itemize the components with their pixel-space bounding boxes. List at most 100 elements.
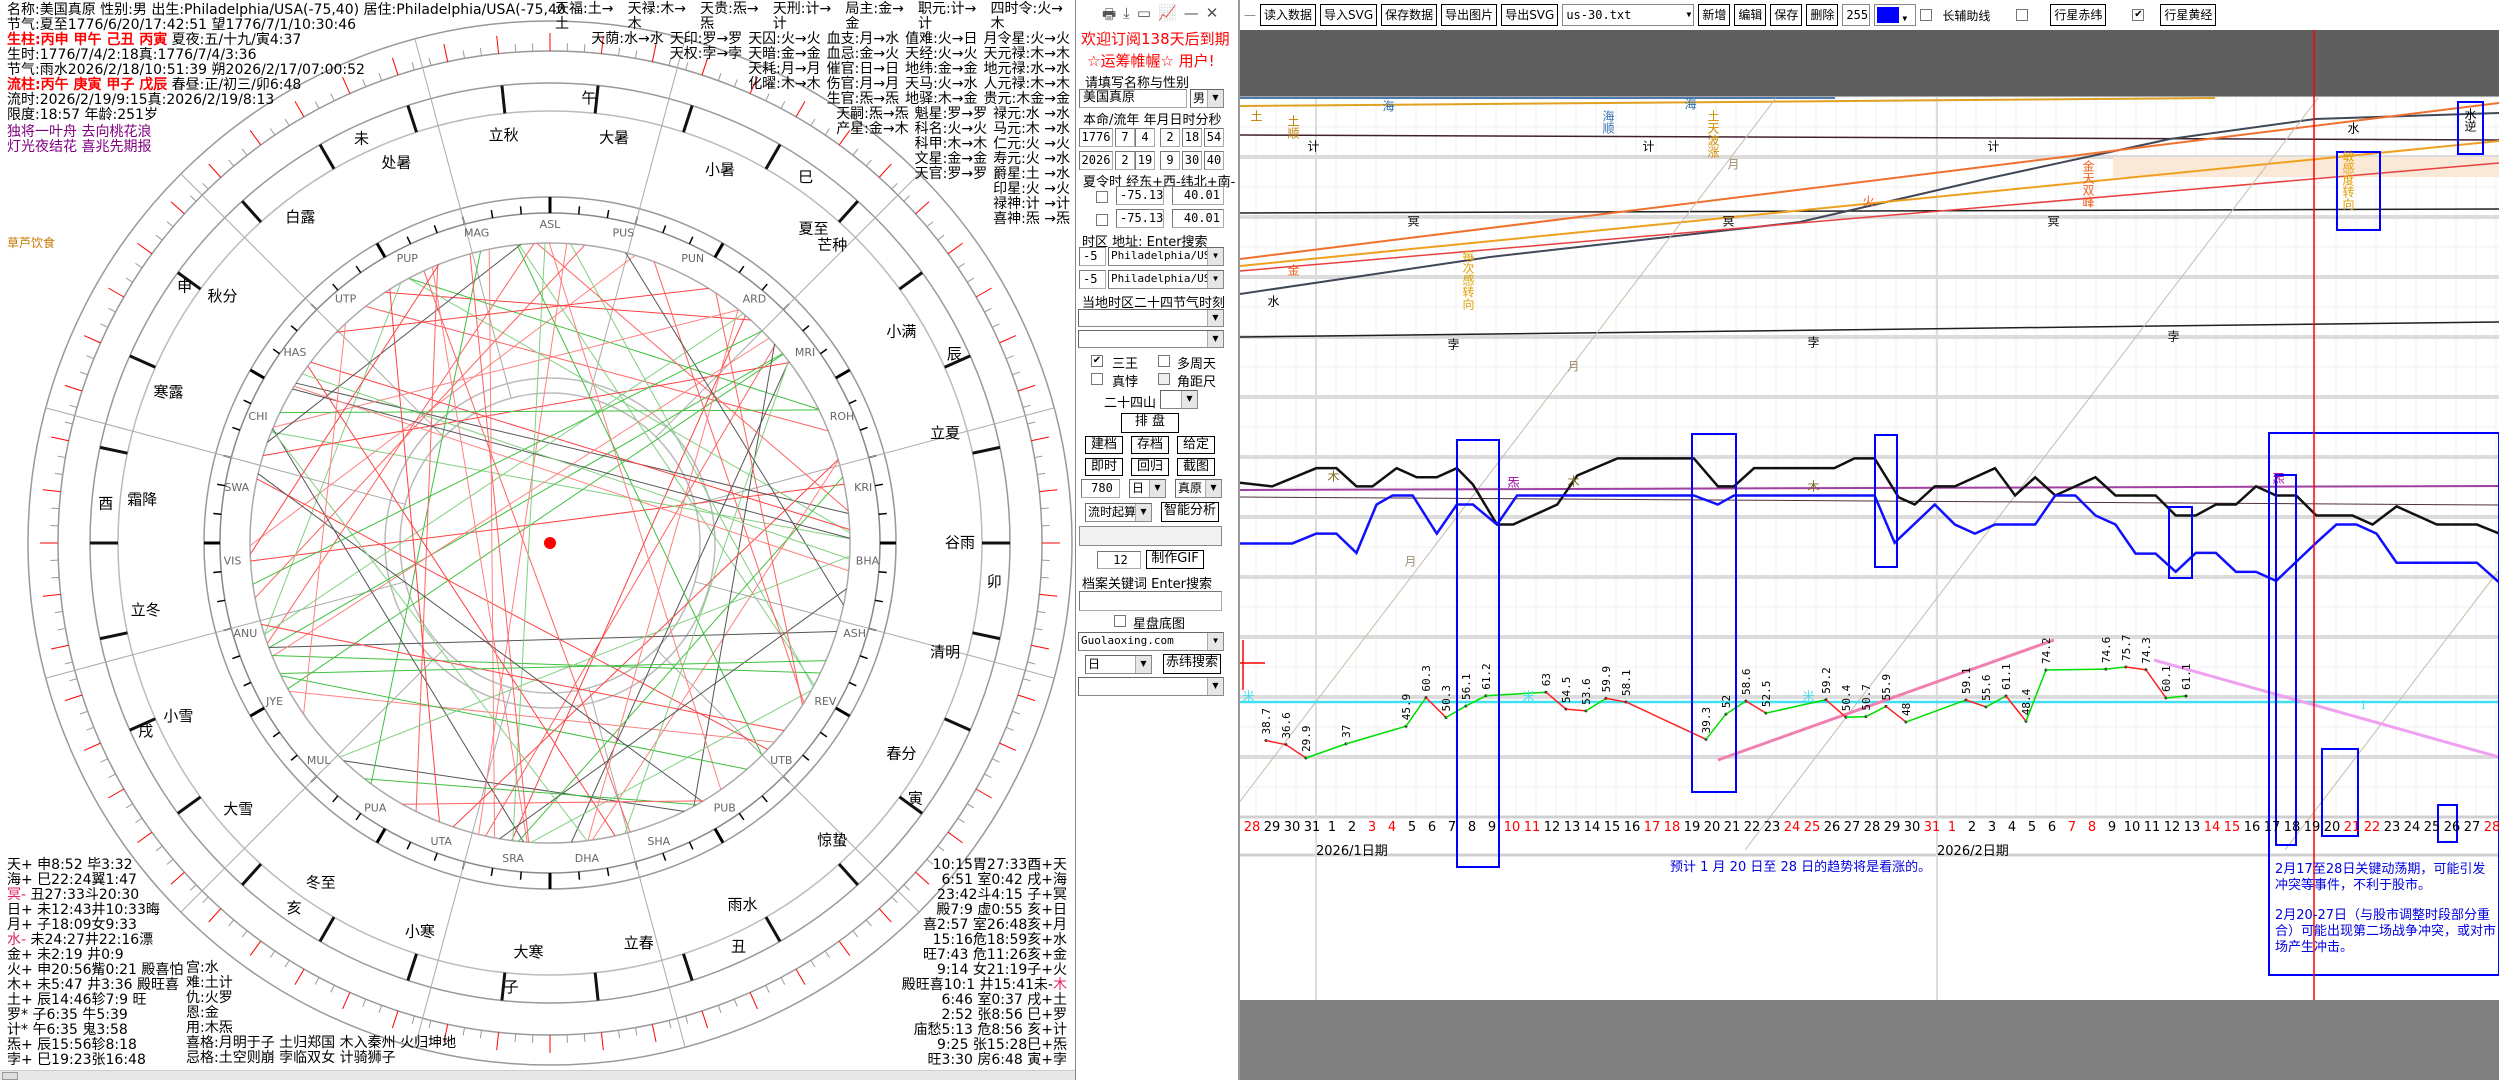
date-tick[interactable]: 7: [2067, 820, 2077, 835]
site-select[interactable]: Guolaoxing.com▼: [1078, 632, 1224, 651]
planet-declination-button[interactable]: 行星赤纬: [2050, 4, 2107, 26]
edit-button[interactable]: 编辑: [1734, 4, 1767, 26]
duozhoutian-checkbox[interactable]: [1158, 355, 1170, 367]
date-tick[interactable]: 20: [1703, 820, 1721, 835]
natal-datetime-field[interactable]: 1776: [1079, 128, 1113, 147]
date-tick[interactable]: 29: [1883, 820, 1901, 835]
date-tick[interactable]: 19: [2303, 820, 2321, 835]
date-tick[interactable]: 10: [2123, 820, 2141, 835]
jishi-button[interactable]: 即时: [1085, 458, 1123, 476]
natal-datetime-field[interactable]: 2: [1160, 128, 1180, 147]
result-select[interactable]: ▼: [1078, 677, 1224, 696]
print-icon[interactable]: 🖶: [1102, 5, 1117, 23]
paipan-button[interactable]: 排 盘: [1121, 413, 1179, 433]
date-tick[interactable]: 13: [2183, 820, 2201, 835]
long-aux-line-checkbox[interactable]: [1920, 9, 1933, 21]
date-tick[interactable]: 17: [2263, 820, 2281, 835]
event-window-box[interactable]: [2168, 506, 2193, 579]
date-tick[interactable]: 31: [1923, 820, 1941, 835]
latitude-transit[interactable]: 40.01: [1172, 209, 1224, 228]
natal-datetime-field[interactable]: 54: [1204, 128, 1224, 147]
horizontal-scrollbar[interactable]: [0, 1070, 1075, 1080]
alpha-input[interactable]: 255: [1842, 4, 1871, 26]
event-window-box[interactable]: [2457, 101, 2484, 155]
date-tick[interactable]: 28: [1243, 820, 1261, 835]
date-tick[interactable]: 5: [1407, 820, 1417, 835]
date-tick[interactable]: 25: [2423, 820, 2441, 835]
date-tick[interactable]: 13: [1563, 820, 1581, 835]
smart-analysis-button[interactable]: 智能分析: [1161, 502, 1219, 522]
transit-datetime-field[interactable]: 40: [1204, 151, 1224, 170]
astrology-wheel[interactable]: 夏至小暑大暑立秋处暑白露秋分寒露霜降立冬小雪大雪冬至小寒大寒立春雨水惊蛰春分清明…: [0, 0, 1076, 1080]
window-icon[interactable]: ▭: [1136, 4, 1151, 22]
sanwang-checkbox[interactable]: ✔: [1091, 355, 1103, 367]
date-tick[interactable]: 30: [1903, 820, 1921, 835]
declination-checkbox[interactable]: [2016, 9, 2029, 21]
date-tick[interactable]: 30: [1283, 820, 1301, 835]
latitude-natal[interactable]: 40.01: [1172, 186, 1224, 205]
export-svg-button[interactable]: 导出SVG: [1501, 4, 1559, 26]
date-tick[interactable]: 23: [2383, 820, 2401, 835]
longitude-transit[interactable]: -75.13: [1116, 209, 1164, 228]
steps-input[interactable]: 780: [1081, 479, 1120, 498]
date-tick[interactable]: 1: [1947, 820, 1957, 835]
natal-datetime-field[interactable]: 4: [1135, 128, 1155, 147]
address-select-transit[interactable]: Philadelphia/USA▼: [1108, 270, 1224, 289]
date-tick[interactable]: 18: [1663, 820, 1681, 835]
date-tick[interactable]: 8: [2087, 820, 2097, 835]
date-tick[interactable]: 21: [2343, 820, 2361, 835]
save-data-button[interactable]: 保存数据: [1381, 4, 1438, 26]
jiandang-button[interactable]: 建档: [1085, 436, 1123, 454]
timezone-natal[interactable]: -5: [1079, 247, 1106, 266]
chart-icon[interactable]: 📈: [1158, 4, 1177, 22]
solar-terms-select-2[interactable]: ▼: [1078, 330, 1224, 348]
date-tick[interactable]: 2: [1967, 820, 1977, 835]
date-tick[interactable]: 23: [1763, 820, 1781, 835]
event-window-box[interactable]: [2275, 474, 2297, 846]
event-window-box[interactable]: [1456, 439, 1500, 868]
minimize-icon[interactable]: —: [1183, 4, 1199, 22]
add-button[interactable]: 新增: [1698, 4, 1731, 26]
jiaojuchi-checkbox[interactable]: [1158, 373, 1170, 385]
event-window-box[interactable]: [2321, 748, 2359, 837]
date-tick[interactable]: 24: [2403, 820, 2421, 835]
date-tick[interactable]: 20: [2323, 820, 2341, 835]
date-tick[interactable]: 6: [2047, 820, 2057, 835]
date-tick[interactable]: 26: [2443, 820, 2461, 835]
transit-datetime-field[interactable]: 19: [1135, 151, 1155, 170]
date-tick[interactable]: 5: [2027, 820, 2037, 835]
mountains-select[interactable]: ▼: [1160, 390, 1198, 409]
geiding-button[interactable]: 给定: [1177, 436, 1215, 454]
date-tick[interactable]: 27: [1843, 820, 1861, 835]
load-data-button[interactable]: 读入数据: [1260, 4, 1317, 26]
name-input[interactable]: 美国真原: [1079, 89, 1187, 108]
address-select-natal[interactable]: Philadelphia/USA▼: [1108, 247, 1224, 266]
make-gif-button[interactable]: 制作GIF: [1146, 550, 1204, 569]
date-tick[interactable]: 29: [1263, 820, 1281, 835]
delete-button[interactable]: 删除: [1806, 4, 1839, 26]
natal-datetime-field[interactable]: 7: [1115, 128, 1135, 147]
date-tick[interactable]: 3: [1987, 820, 1997, 835]
start-mode-select[interactable]: 流时起算▼: [1085, 503, 1152, 522]
date-tick[interactable]: 18: [2283, 820, 2301, 835]
date-tick[interactable]: 7: [1447, 820, 1457, 835]
mode-select[interactable]: 真原▼: [1175, 479, 1222, 498]
event-window-box[interactable]: [2336, 151, 2381, 231]
event-window-box[interactable]: [1874, 434, 1898, 568]
date-tick[interactable]: 12: [2163, 820, 2181, 835]
transit-datetime-field[interactable]: 30: [1182, 151, 1202, 170]
zhenbei-checkbox[interactable]: [1091, 373, 1103, 385]
date-tick[interactable]: 14: [1583, 820, 1601, 835]
declination-search-button[interactable]: 赤纬搜索: [1163, 654, 1221, 674]
date-tick[interactable]: 10: [1503, 820, 1521, 835]
search-unit-select[interactable]: 日▼: [1085, 655, 1152, 674]
date-tick[interactable]: 28: [2483, 820, 2499, 835]
date-tick[interactable]: 26: [1823, 820, 1841, 835]
event-window-box[interactable]: [2268, 432, 2499, 976]
gif-frames-input[interactable]: 12: [1097, 551, 1141, 569]
date-tick[interactable]: 11: [1523, 820, 1541, 835]
date-tick[interactable]: 15: [1603, 820, 1621, 835]
date-tick[interactable]: 11: [2143, 820, 2161, 835]
date-tick[interactable]: 16: [1623, 820, 1641, 835]
transit-datetime-field[interactable]: 9: [1160, 151, 1180, 170]
